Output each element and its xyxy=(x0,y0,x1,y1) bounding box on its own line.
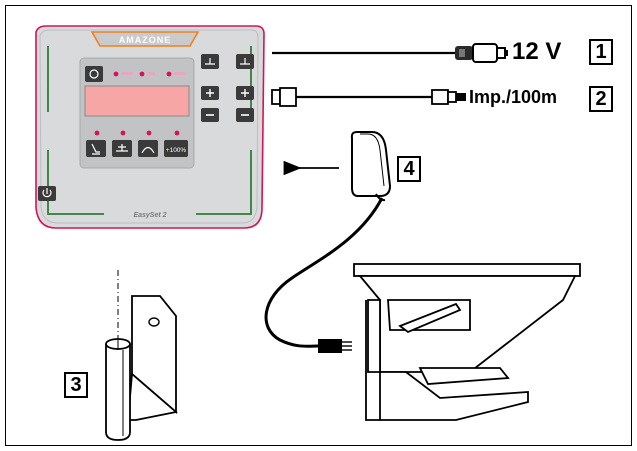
power-cable xyxy=(272,43,508,63)
callout-1: 1 xyxy=(589,39,613,65)
led xyxy=(113,71,119,77)
settings-icon xyxy=(89,69,99,79)
figure-frame xyxy=(5,5,632,446)
percent-100-button[interactable] xyxy=(164,140,188,157)
spreader-hopper xyxy=(353,263,581,421)
pulse-label: Imp./100m xyxy=(469,87,558,107)
control-terminal: AMAZONE xyxy=(35,25,265,229)
led xyxy=(139,71,145,77)
power-icon xyxy=(42,188,52,198)
settings-button[interactable] xyxy=(85,66,103,82)
display xyxy=(84,85,190,117)
percent-label: +100% xyxy=(166,147,187,154)
callout-3: 3 xyxy=(64,372,88,398)
border-spread-button[interactable] xyxy=(138,140,158,157)
callout-4: 4 xyxy=(397,156,421,182)
voltage-label: 12 V xyxy=(512,38,562,65)
spread-left-button[interactable] xyxy=(86,140,106,157)
sensor xyxy=(264,131,392,353)
brand-logo: AMAZONE xyxy=(119,35,172,45)
model-name: EasySet 2 xyxy=(133,212,166,219)
callout-2: 2 xyxy=(589,86,613,112)
mounting-bracket xyxy=(105,270,178,441)
led xyxy=(166,71,172,77)
pulse-cable xyxy=(271,87,466,107)
